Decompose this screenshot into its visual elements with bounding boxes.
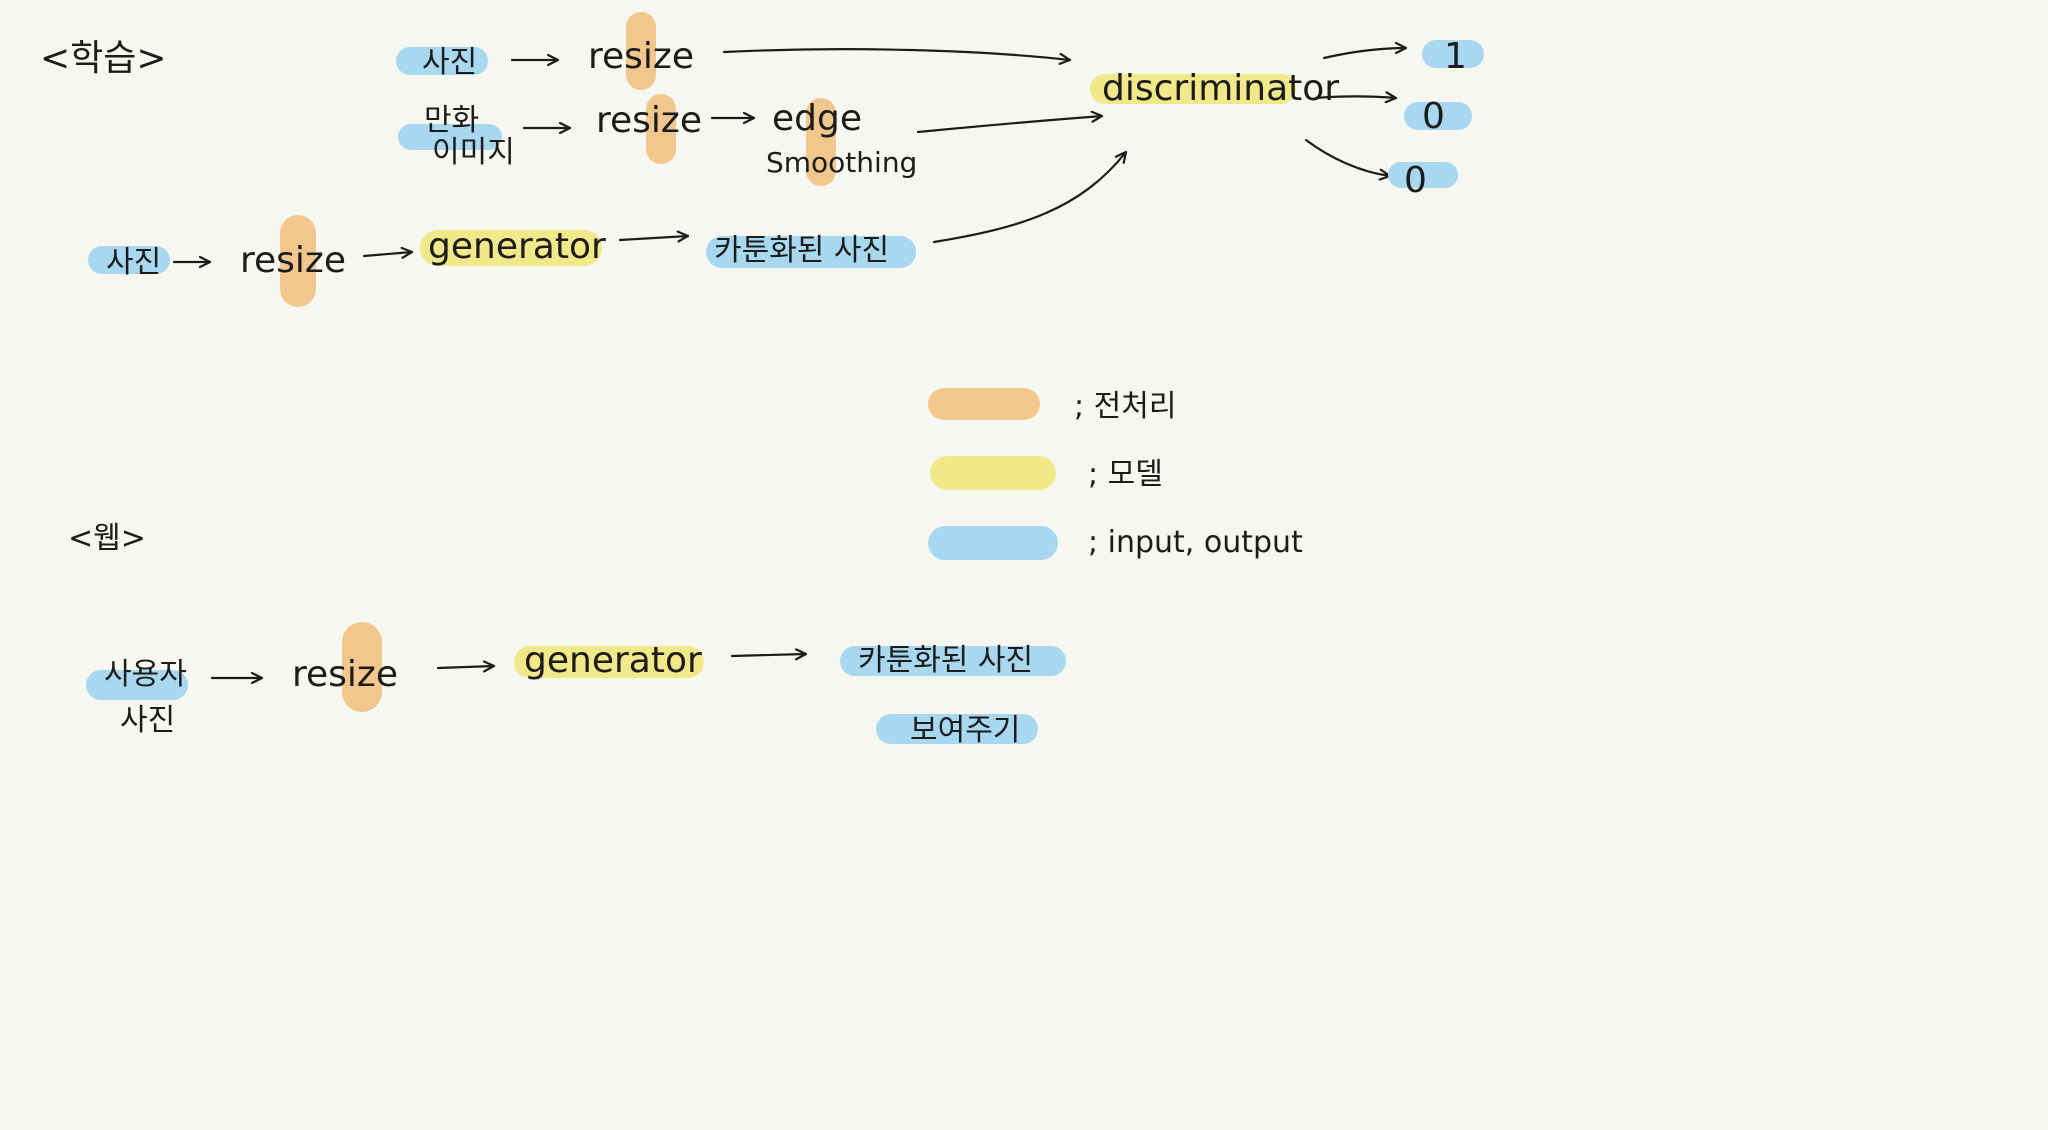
web-section-title: <웹>: [68, 521, 146, 556]
output-1-highlight: [1422, 40, 1484, 68]
user-photo-label-line2: 사진: [120, 703, 175, 738]
cartoon-image-label-line2: 이미지: [432, 135, 515, 170]
discriminator-label: discriminator: [1102, 68, 1339, 109]
legend-io-swatch: [928, 526, 1058, 560]
user-photo-highlight: [86, 670, 188, 700]
arrow-web-resize-to-generator: [436, 666, 496, 668]
web-cartoonized-photo-label: 카툰화된 사진: [858, 643, 1033, 678]
legend-preprocessing-label: ; 전처리: [1074, 389, 1176, 424]
resize-3-label: resize: [240, 240, 346, 281]
edge-smoothing-highlight: [806, 98, 836, 186]
legend-io-label: ; input, output: [1088, 525, 1303, 560]
web-show-label: 보여주기: [910, 713, 1020, 748]
resize-1-highlight: [626, 12, 656, 90]
arrow-discriminator-to-output-3: [1304, 138, 1392, 176]
web-generator-highlight: [514, 646, 704, 678]
cartoonized-photo-1-highlight: [706, 236, 916, 268]
legend-model-swatch: [930, 456, 1056, 490]
arrow-resize1-to-discriminator: [722, 48, 1072, 60]
generator-1-label: generator: [428, 226, 606, 267]
web-resize-highlight: [342, 622, 382, 712]
legend-preprocessing-swatch: [928, 388, 1040, 420]
resize-3-highlight: [280, 215, 316, 307]
photo-1-label: 사진: [422, 45, 477, 80]
output-2-label: 0: [1422, 96, 1445, 137]
cartoon-image-highlight: [398, 124, 502, 150]
arrow-resize3-to-generator: [362, 252, 414, 256]
output-3-highlight: [1388, 162, 1458, 188]
web-generator-label: generator: [524, 640, 702, 681]
training-section-title: <학습>: [40, 38, 167, 79]
arrow-discriminator-to-output-2: [1314, 97, 1398, 99]
photo-2-highlight: [88, 246, 170, 274]
output-3-label: 0: [1404, 160, 1427, 201]
cartoon-image-label-line1: 만화: [424, 103, 479, 138]
arrow-cartoonized-to-discriminator: [932, 150, 1128, 244]
arrow-edge-to-discriminator: [916, 116, 1104, 134]
web-cartoonized-photo-highlight: [840, 646, 1066, 676]
generator-1-highlight: [420, 230, 602, 266]
resize-1-label: resize: [588, 36, 694, 77]
resize-2-highlight: [646, 94, 676, 164]
edge-smoothing-label-line2: Smoothing: [766, 146, 917, 179]
cartoonized-photo-1-label: 카툰화된 사진: [714, 233, 889, 268]
legend-model-label: ; 모델: [1088, 457, 1163, 492]
edge-smoothing-label-line1: edge: [772, 98, 862, 139]
arrow-web-generator-to-cartoonized: [730, 654, 808, 656]
photo-2-label: 사진: [106, 245, 161, 280]
output-2-highlight: [1404, 102, 1472, 130]
photo-1-highlight: [396, 47, 488, 75]
web-resize-label: resize: [292, 654, 398, 695]
user-photo-label-line1: 사용자: [104, 657, 187, 692]
resize-2-label: resize: [596, 100, 702, 141]
output-1-label: 1: [1444, 36, 1467, 77]
diagram-canvas: <학습> <웹> 사진 resize 만화 이미지 resize edge Sm…: [40, 12, 1484, 748]
discriminator-highlight: [1090, 74, 1296, 104]
arrow-generator-to-cartoonized: [618, 236, 690, 240]
web-show-highlight: [876, 714, 1038, 744]
arrow-discriminator-to-output-1: [1322, 48, 1408, 60]
